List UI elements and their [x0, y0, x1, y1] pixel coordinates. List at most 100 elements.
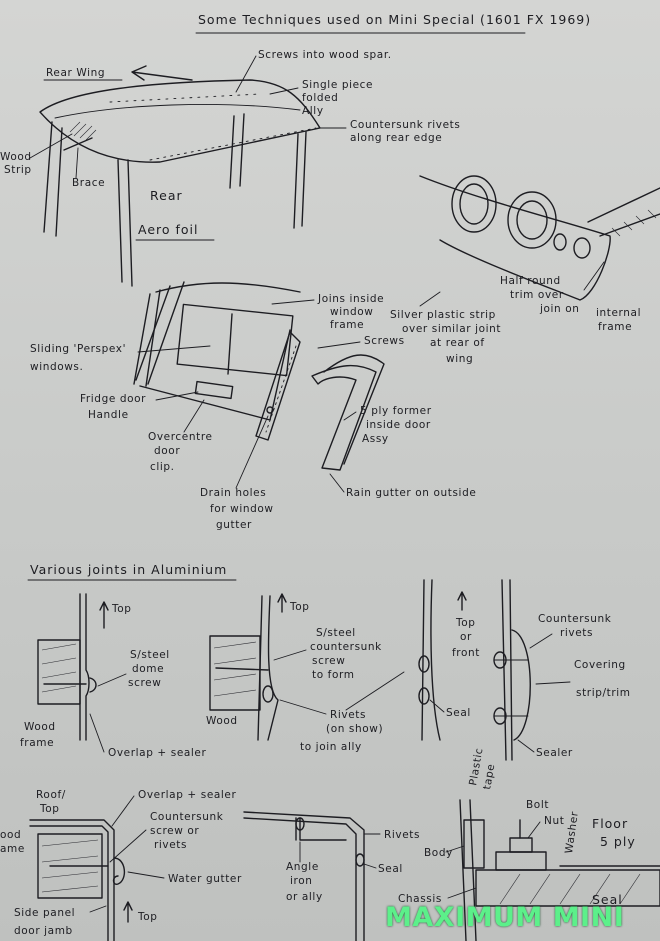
- five-ply-former: [311, 364, 377, 471]
- label-bolt: Bolt: [526, 799, 549, 811]
- top-arrow-2: [277, 593, 287, 613]
- label-ame: ame: [0, 843, 25, 855]
- dash-panel: [419, 175, 611, 301]
- rear-wing-drawing: Rear Wing Screws into wood spar. Single …: [0, 49, 460, 287]
- label-fridge-door: Fridge door: [80, 393, 146, 405]
- label-at-rear-of: at rear of: [430, 337, 485, 349]
- label-door: door: [154, 445, 180, 457]
- screw-row: [109, 93, 261, 103]
- label-front: front: [452, 647, 480, 659]
- door-pillar-front: [133, 289, 161, 387]
- joint-angle-iron: Angle iron or ally Rivets Seal: [243, 811, 419, 941]
- rivet-6a: [295, 817, 305, 831]
- roof-sheet: [29, 819, 115, 941]
- leader-silver-strip: [419, 291, 441, 307]
- wood-grain-1: [41, 643, 77, 693]
- dome-screw: [43, 677, 97, 693]
- brace-bar: [63, 137, 93, 151]
- rain-gutter: [323, 354, 385, 465]
- ally-sheet-4: [501, 579, 513, 761]
- label-seal-floor: Seal: [592, 892, 623, 907]
- label-roof: Roof/: [36, 789, 66, 801]
- leader-water-gutter: [127, 871, 165, 879]
- label-ssteel-2: S/steel: [316, 627, 356, 639]
- leader-covering: [535, 681, 571, 685]
- rivet-3a: [418, 655, 430, 673]
- maximum-mini-watermark: MAXIMUM MINI: [385, 902, 625, 933]
- angle-sheet: [243, 811, 365, 941]
- leader-half-round: [583, 261, 605, 291]
- label-frame-1: frame: [20, 737, 54, 749]
- label-rivets-4: rivets: [560, 627, 593, 639]
- wood-grain-5: [41, 839, 99, 893]
- label-or-ally: or ally: [286, 891, 323, 903]
- leader-countersunk-4: [529, 633, 553, 649]
- label-overcentre: Overcentre: [148, 431, 213, 443]
- leader-seal-3: [429, 699, 445, 713]
- leader-wood-strip: [29, 133, 73, 159]
- top-arrow-3: [457, 591, 467, 611]
- label-covering: Covering: [574, 659, 626, 671]
- body-panel: [459, 799, 477, 941]
- label-dome: dome: [132, 663, 164, 675]
- door-rear-frame: [255, 331, 301, 441]
- rivet-head-2: [262, 685, 274, 703]
- label-wood-1: Wood: [24, 721, 56, 733]
- leader-cs-screw: [273, 649, 307, 661]
- label-chassis: Chassis: [398, 893, 442, 905]
- label-drain-holes: Drain holes: [200, 487, 266, 499]
- label-aerofoil: Aero foil: [138, 222, 199, 237]
- label-top-1: Top: [111, 603, 132, 615]
- leader-body: [445, 845, 465, 853]
- label-along-rear-edge: along rear edge: [350, 132, 442, 144]
- label-wing: wing: [446, 353, 473, 365]
- label-body: Body: [424, 847, 453, 859]
- label-strip: Strip: [4, 164, 32, 176]
- joint-dome-screw: Top S/steel dome screw Wood frame Overla…: [20, 593, 206, 759]
- label-iron: iron: [290, 875, 312, 887]
- label-sliding-perspex: Sliding 'Perspex': [30, 343, 126, 355]
- water-gutter: [112, 857, 125, 885]
- label-half-round: Half round: [500, 275, 561, 287]
- leader-rivets-show-2: [345, 671, 405, 711]
- leader-cs-5: [109, 829, 147, 863]
- page-title: Some Techniques used on Mini Special (16…: [198, 12, 591, 27]
- label-to-join-ally: to join ally: [300, 741, 362, 753]
- cs-screw: [215, 667, 269, 671]
- label-top-3: Top: [455, 617, 476, 629]
- wing-spar-line: [54, 103, 301, 119]
- ally-sheet-3: [421, 579, 441, 741]
- label-door-jamb: door jamb: [14, 925, 73, 937]
- wood-strip-hatch: [69, 121, 97, 141]
- label-frame: frame: [598, 321, 632, 333]
- label-screws-spar: Screws into wood spar.: [258, 49, 392, 61]
- leader-five-ply: [343, 411, 357, 421]
- wood-block-2: [209, 635, 261, 711]
- label-rivets: Rivets: [330, 709, 366, 721]
- rivet-3b: [418, 687, 430, 705]
- label-window: window: [330, 306, 373, 318]
- label-top-5: Top: [137, 911, 158, 923]
- label-clip: clip.: [150, 461, 175, 473]
- label-wood: Wood: [0, 151, 32, 163]
- top-arrow-5: [123, 901, 133, 923]
- joint-roof-gutter: Roof/ Top Overlap + sealer Countersunk s…: [0, 789, 241, 941]
- door-top-rail: [155, 282, 301, 293]
- label-seal-6: Seal: [378, 863, 403, 875]
- chassis-rail: [475, 869, 660, 907]
- covering-strip: [511, 629, 531, 741]
- label-washer: Washer: [563, 810, 581, 854]
- label-trim-over: trim over: [510, 289, 564, 301]
- label-joins-inside: Joins inside: [317, 293, 384, 305]
- label-on-show: (on show): [326, 723, 383, 735]
- label-top-2: Top: [289, 601, 310, 613]
- switch-1: [553, 233, 567, 251]
- label-seal-3: Seal: [446, 707, 471, 719]
- label-ssteel-1: S/steel: [130, 649, 170, 661]
- plastic-tape: [463, 819, 485, 869]
- label-five-ply: 5 ply former: [360, 405, 432, 417]
- label-folded: folded: [302, 92, 338, 104]
- switch-2: [573, 237, 591, 259]
